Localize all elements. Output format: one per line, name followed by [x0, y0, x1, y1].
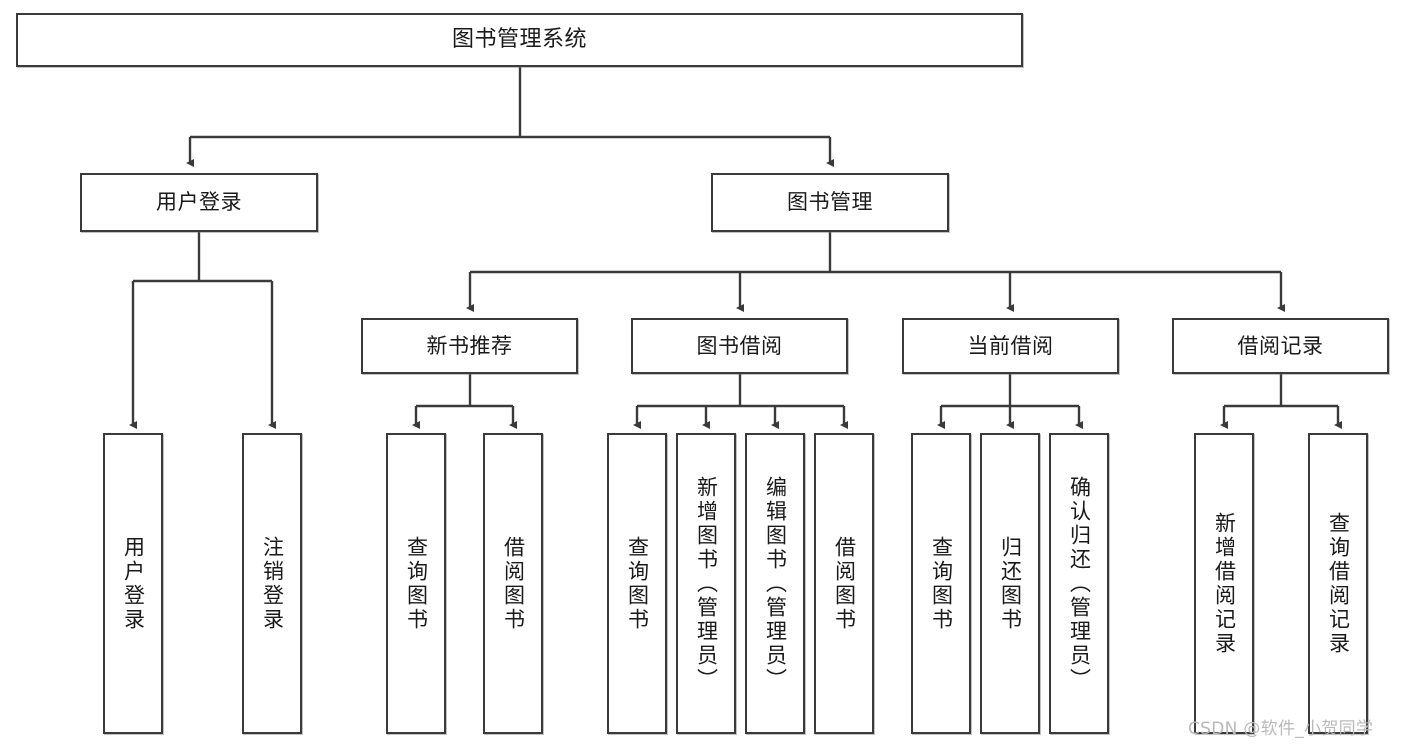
- node-label: 编辑图书（管理员）: [763, 475, 788, 692]
- node-label: 当前借阅: [967, 333, 1054, 358]
- node-root-system[interactable]: 图书管理系统: [16, 13, 1023, 67]
- node-leaf-query-record[interactable]: 查询借阅记录: [1308, 433, 1368, 734]
- node-current-borrow[interactable]: 当前借阅: [902, 318, 1119, 374]
- node-leaf-user-login[interactable]: 用户登录: [103, 433, 163, 734]
- node-label: 借阅图书: [832, 535, 857, 632]
- node-label: 查询借阅记录: [1326, 511, 1351, 656]
- node-leaf-borrow-book-2[interactable]: 借阅图书: [814, 433, 874, 734]
- node-label: 确认归还（管理员）: [1067, 475, 1092, 692]
- node-label: 用户登录: [121, 535, 146, 632]
- node-leaf-logout-login[interactable]: 注销登录: [242, 433, 302, 734]
- node-user-login[interactable]: 用户登录: [80, 173, 318, 232]
- node-leaf-query-book-3[interactable]: 查询图书: [911, 433, 971, 734]
- node-book-manage[interactable]: 图书管理: [711, 173, 949, 232]
- node-new-book-rec[interactable]: 新书推荐: [361, 318, 578, 374]
- node-label: 图书管理: [787, 190, 873, 215]
- node-label: 查询图书: [404, 535, 429, 632]
- node-leaf-return-book[interactable]: 归还图书: [980, 433, 1040, 734]
- node-label: 新书推荐: [426, 333, 513, 358]
- node-label: 查询图书: [625, 535, 650, 632]
- csdn-watermark: CSDN @软件_小贺同学: [1188, 719, 1374, 739]
- node-leaf-add-record[interactable]: 新增借阅记录: [1194, 433, 1254, 734]
- node-leaf-confirm-return[interactable]: 确认归还（管理员）: [1049, 433, 1109, 734]
- node-label: 借阅图书: [501, 535, 526, 632]
- node-label: 查询图书: [929, 535, 954, 632]
- node-label: 图书借阅: [696, 333, 783, 358]
- node-label: 新增借阅记录: [1212, 511, 1237, 656]
- node-leaf-add-book[interactable]: 新增图书（管理员）: [676, 433, 736, 734]
- node-label: 新增图书（管理员）: [694, 475, 719, 692]
- node-leaf-edit-book[interactable]: 编辑图书（管理员）: [745, 433, 805, 734]
- node-label: 借阅记录: [1237, 333, 1324, 358]
- node-label: 归还图书: [998, 535, 1023, 632]
- node-leaf-borrow-book-1[interactable]: 借阅图书: [483, 433, 543, 734]
- node-leaf-query-book-2[interactable]: 查询图书: [607, 433, 667, 734]
- node-book-borrow[interactable]: 图书借阅: [631, 318, 848, 374]
- node-label: 图书管理系统: [451, 27, 587, 53]
- node-leaf-query-book-1[interactable]: 查询图书: [386, 433, 446, 734]
- node-label: 注销登录: [260, 535, 285, 632]
- node-label: 用户登录: [156, 190, 242, 215]
- node-borrow-record[interactable]: 借阅记录: [1172, 318, 1389, 374]
